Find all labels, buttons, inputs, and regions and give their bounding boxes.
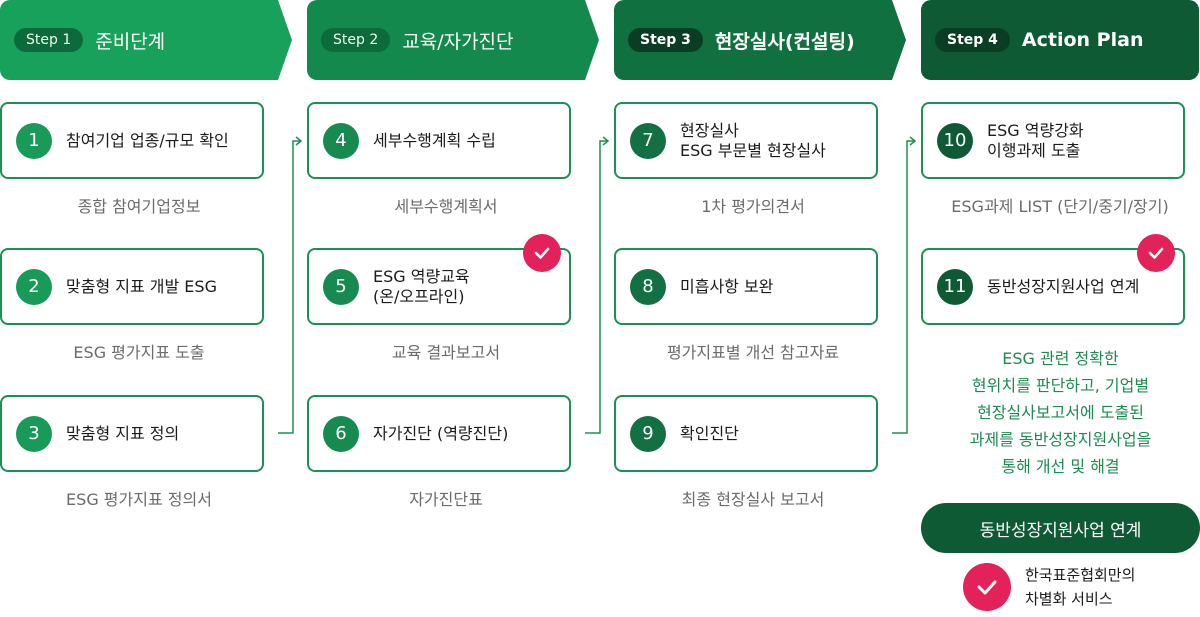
task-label: 동반성장지원사업 연계 (987, 276, 1140, 296)
connector-6-to-7 (585, 140, 608, 434)
step-number-badge: 3 (16, 415, 52, 452)
arrow-right-icon (602, 136, 610, 146)
task-card-10: 10 ESG 역량강화 이행과제 도출 (921, 102, 1185, 179)
arrow-right-icon (295, 136, 303, 146)
task-label: 현장실사 ESG 부문별 현장실사 (680, 121, 826, 160)
step-2-header: Step 2 교육/자가진단 (307, 0, 599, 80)
check-icon (1137, 234, 1175, 272)
step-4-title: Action Plan (1021, 29, 1144, 51)
task-label: ESG 역량교육 (온/오프라인) (373, 267, 470, 306)
task-label: 자가진단 (역량진단) (373, 423, 509, 443)
task-card-1: 1 참여기업 업종/규모 확인 (0, 102, 264, 179)
task-label: 맞춤형 지표 개발 ESG (66, 276, 217, 296)
step-3-header: Step 3 현장실사(컨설팅) (614, 0, 906, 80)
check-icon (523, 234, 561, 272)
task-card-2: 2 맞춤형 지표 개발 ESG (0, 248, 264, 325)
task-card-5: 5 ESG 역량교육 (온/오프라인) (307, 234, 571, 325)
task-label: 참여기업 업종/규모 확인 (66, 130, 229, 150)
task-card-3: 3 맞춤형 지표 정의 (0, 395, 264, 472)
task-label: 확인진단 (680, 423, 739, 443)
task-output: 최종 현장실사 보고서 (681, 490, 825, 509)
step-number-badge: 1 (16, 122, 52, 159)
service-note: 한국표준협회만의 차별화 서비스 (963, 563, 1135, 611)
connector-3-to-4 (278, 140, 301, 434)
chevron-right-icon (892, 0, 906, 80)
task-label: 맞춤형 지표 정의 (66, 423, 180, 443)
step-number-badge: 6 (323, 415, 359, 452)
task-output: 자가진단표 (409, 490, 483, 509)
step-3-tag: Step 3 (628, 28, 703, 52)
task-label: 세부수행계획 수립 (373, 130, 496, 150)
partnership-link-button[interactable]: 동반성장지원사업 연계 (921, 503, 1200, 553)
step-3-title: 현장실사(컨설팅) (714, 30, 855, 53)
task-output: ESG과제 LIST (단기/중기/장기) (951, 197, 1169, 216)
task-output: 평가지표별 개선 참고자료 (666, 343, 840, 362)
task-card-9: 9 확인진단 (614, 395, 878, 472)
step-number-badge: 11 (937, 268, 973, 305)
task-output: 1차 평가의견서 (701, 197, 805, 216)
connector-9-to-10 (892, 140, 915, 434)
task-output: 종합 참여기업정보 (77, 197, 201, 216)
service-note-text: 한국표준협회만의 차별화 서비스 (1025, 566, 1136, 608)
arrow-right-icon (909, 136, 917, 146)
task-output: 교육 결과보고서 (391, 343, 501, 362)
task-label: 미흡사항 보완 (680, 276, 774, 296)
task-card-7: 7 현장실사 ESG 부문별 현장실사 (614, 102, 878, 179)
task-card-4: 4 세부수행계획 수립 (307, 102, 571, 179)
step-number-badge: 5 (323, 268, 359, 305)
chevron-right-icon (585, 0, 599, 80)
step-number-badge: 10 (937, 122, 973, 159)
step-number-badge: 2 (16, 268, 52, 305)
step-number-badge: 9 (630, 415, 666, 452)
step-number-badge: 4 (323, 122, 359, 159)
step-number-badge: 7 (630, 122, 666, 159)
step-1-title: 준비단계 (95, 30, 166, 53)
task-card-6: 6 자가진단 (역량진단) (307, 395, 571, 472)
task-output: ESG 평가지표 도출 (73, 343, 205, 362)
task-label: ESG 역량강화 이행과제 도출 (987, 121, 1084, 160)
step-4-tag: Step 4 (935, 28, 1010, 52)
step-2-tag: Step 2 (321, 28, 391, 52)
chevron-right-icon (278, 0, 292, 80)
task-output: 세부수행계획서 (394, 197, 498, 216)
step-2-title: 교육/자가진단 (402, 30, 514, 53)
action-description: ESG 관련 정확한 현위치를 판단하고, 기업별 현장실사보고서에 도출된 과… (969, 349, 1152, 476)
task-card-8: 8 미흡사항 보완 (614, 248, 878, 325)
task-output: ESG 평가지표 정의서 (66, 490, 212, 509)
step-4-header: Step 4 Action Plan (921, 0, 1199, 80)
step-1-tag: Step 1 (14, 28, 84, 52)
step-1-header: Step 1 준비단계 (0, 0, 292, 80)
task-card-11: 11 동반성장지원사업 연계 (921, 234, 1185, 325)
check-icon (963, 563, 1011, 611)
step-number-badge: 8 (630, 268, 666, 305)
